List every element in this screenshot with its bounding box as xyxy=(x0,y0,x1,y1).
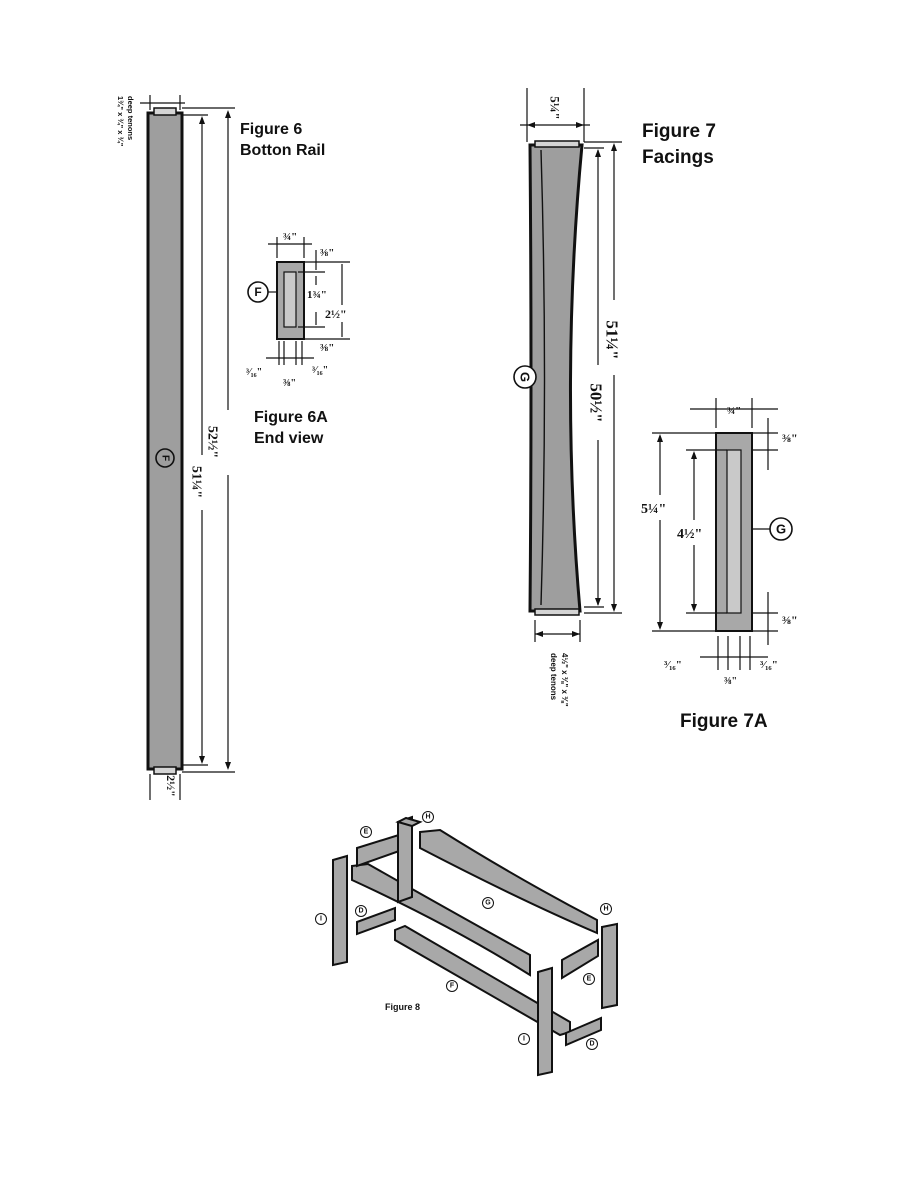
dim-bottom-offset: ⅜" xyxy=(320,342,334,354)
svg-text:D: D xyxy=(589,1041,594,1048)
tenon-note-line2: deep tenons xyxy=(126,96,135,140)
figure-8-assembly: E H I D G H E F xyxy=(315,811,618,1077)
figure-7a-title: Figure 7A xyxy=(680,711,768,732)
tenon-profile xyxy=(283,271,297,328)
facing-g xyxy=(528,143,584,613)
dim-height: 2½" xyxy=(325,307,347,321)
figure-6-title: Figure 6 xyxy=(240,121,302,138)
svg-text:H: H xyxy=(425,814,430,821)
figure-6-bottom-rail: F 52½" 51¼" 2½" 1¾" x ¾" x ¾" deep tenon… xyxy=(116,95,325,800)
svg-text:D: D xyxy=(358,908,363,915)
figure-7-title: Figure 7 xyxy=(642,121,716,142)
part-label-circle xyxy=(155,448,175,468)
figure-6-subtitle: Botton Rail xyxy=(240,142,325,159)
leg-i-front-right xyxy=(537,966,553,1077)
overall-length: 52½" xyxy=(205,426,220,458)
assembly-label-i-left: I xyxy=(315,913,327,925)
assembly-label-e-top: E xyxy=(360,826,372,838)
tenon-note-line1: 1¾" x ¾" x ¾" xyxy=(116,96,125,147)
part-label-g: G xyxy=(776,522,786,537)
leg-h-back-left-top xyxy=(395,816,423,828)
bottom-tenon xyxy=(153,766,177,775)
figure-6a-title: Figure 6A xyxy=(254,409,328,426)
dim-width: ¾" xyxy=(283,231,297,243)
svg-text:I: I xyxy=(320,916,322,923)
dim-tenon-thickness: ⅜" xyxy=(724,676,737,687)
short-rail-d-left xyxy=(356,906,396,936)
facing-overall-length: 51¼" xyxy=(603,320,622,359)
facing-tenon-note-line1: 4½" x ⅜" x ⅜" xyxy=(560,653,569,707)
dim-top-offset: ⅜" xyxy=(782,431,798,445)
svg-text:E: E xyxy=(587,976,592,983)
leg-i-front-left xyxy=(332,854,348,967)
dim-height: 5¼" xyxy=(641,502,666,517)
rail-f xyxy=(146,111,184,771)
dim-width: ¾" xyxy=(727,405,741,417)
dim-tenon-length: 1¾" xyxy=(307,289,327,301)
short-rail-d-right xyxy=(565,1016,602,1047)
svg-text:H: H xyxy=(603,906,608,913)
assembly-label-e-right: E xyxy=(583,973,595,985)
facing-tenon-profile xyxy=(726,449,742,614)
assembly-label-i-right: I xyxy=(518,1033,530,1045)
part-label-f: F xyxy=(160,455,171,461)
leg-h-back-right xyxy=(601,922,618,1010)
assembly-label-d-left: D xyxy=(355,905,367,917)
dim-bottom-offset: ⅜" xyxy=(782,613,798,627)
assembly-label-h-top: H xyxy=(422,811,434,823)
rail-width: 2½" xyxy=(164,775,178,797)
dim-top-offset: ⅜" xyxy=(320,247,334,259)
figure-7a-end-view: ¾" ⅜" ⅜" G 5¼" 4½" ³⁄₁₆" ⅜" xyxy=(641,398,798,732)
assembly-label-d-right: D xyxy=(586,1038,598,1050)
facing-shoulder-length: 50½" xyxy=(587,383,606,422)
facing-tenon-note-line2: deep tenons xyxy=(549,653,558,701)
svg-text:F: F xyxy=(450,983,455,990)
dim-left-shoulder: ³⁄₁₆" xyxy=(246,367,262,378)
dim-tenon-thickness: ⅜" xyxy=(283,378,296,389)
part-label-g: G xyxy=(518,372,533,382)
assembly-label-g: G xyxy=(482,897,494,909)
assembly-label-f: F xyxy=(446,980,458,992)
svg-text:E: E xyxy=(364,829,369,836)
figure-8-title: Figure 8 xyxy=(385,1002,420,1012)
part-label-circle xyxy=(513,365,537,389)
back-facing xyxy=(419,828,598,935)
dim-right-shoulder: ³⁄₁₆" xyxy=(312,365,328,376)
bottom-tenon xyxy=(534,608,580,616)
short-rail-e-left xyxy=(356,832,403,868)
figure-7-subtitle: Facings xyxy=(642,147,714,168)
svg-text:G: G xyxy=(485,900,491,907)
shoulder-length: 51¼" xyxy=(189,466,204,498)
part-label-f: F xyxy=(254,285,261,299)
facing-width: 5¼" xyxy=(548,96,563,119)
top-tenon xyxy=(534,140,580,148)
figure-6a-subtitle: End view xyxy=(254,430,324,447)
dim-left-shoulder: ³⁄₁₆" xyxy=(664,659,682,671)
short-rail-e-right xyxy=(561,938,599,980)
dim-right-shoulder: ³⁄₁₆" xyxy=(760,659,778,671)
leg-h-back-left xyxy=(397,815,413,904)
figure-6a-end-view: ¾" ⅜" 1¾" 2½" ⅜" ³⁄₁₆" ⅜" ³⁄₁₆" F Figure… xyxy=(246,231,350,447)
top-tenon xyxy=(153,107,177,116)
assembly-label-h-right: H xyxy=(600,903,612,915)
figure-7-facings: 5¼" G 51¼" 50½" 4½" x ⅜" x ⅜" deep tenon xyxy=(513,88,716,707)
dim-tenon-length: 4½" xyxy=(677,527,702,542)
svg-text:I: I xyxy=(523,1036,525,1043)
